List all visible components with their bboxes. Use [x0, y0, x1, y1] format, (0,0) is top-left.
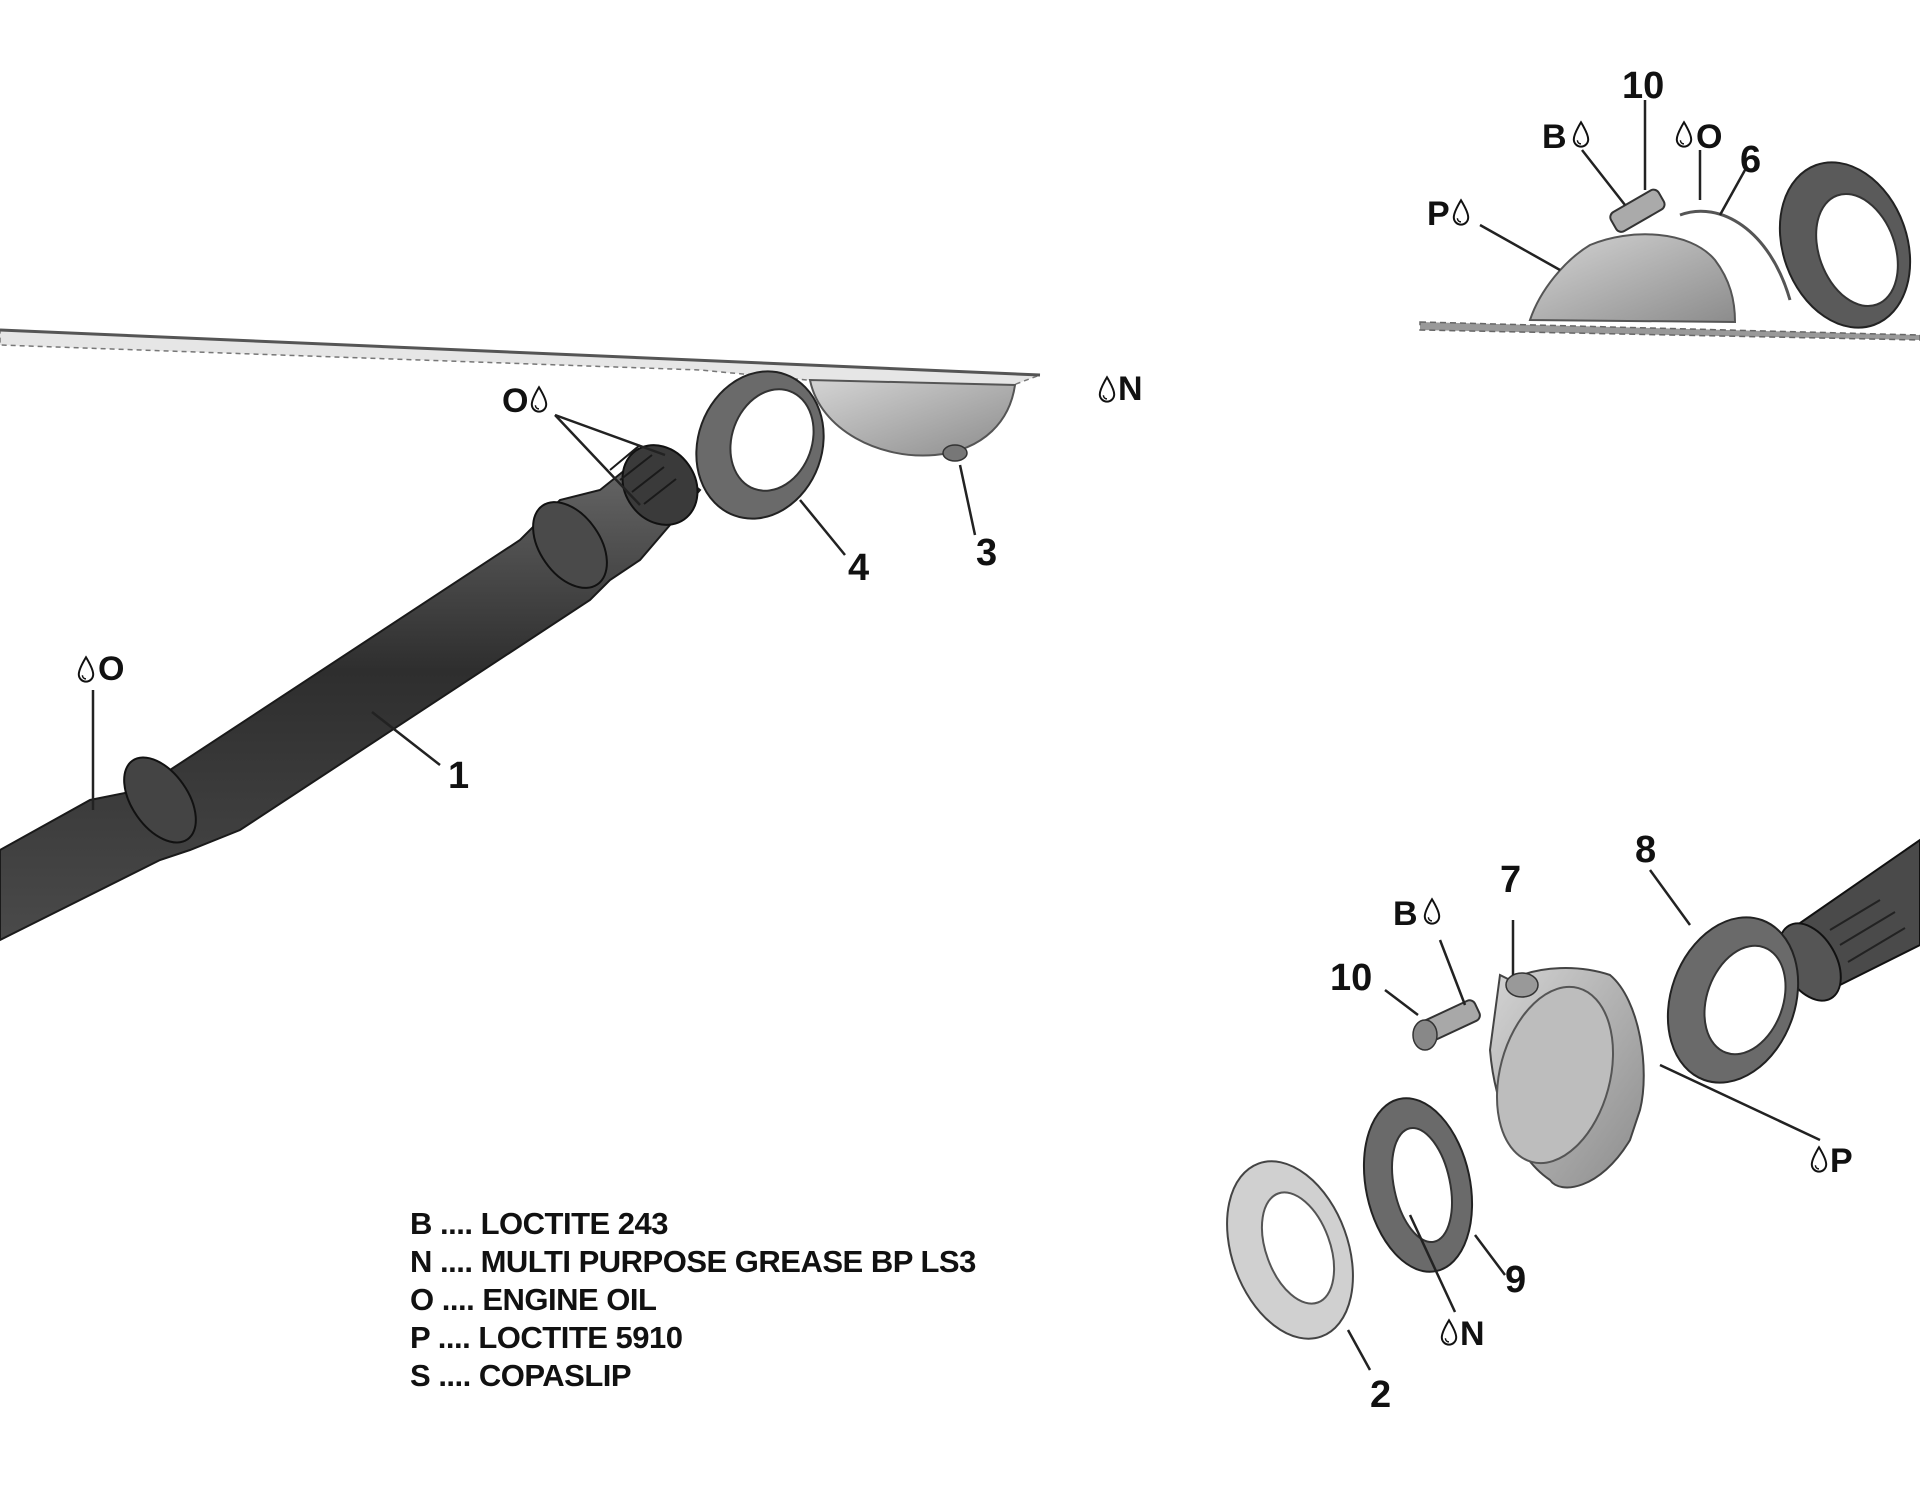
legend-separator: .... — [438, 1358, 471, 1393]
mark-o-left: O — [77, 650, 124, 688]
mark-o-right: O — [1675, 118, 1722, 156]
svg-text:P: P — [1830, 1142, 1853, 1180]
callout-10-lower: 10 — [1330, 957, 1372, 999]
svg-text:B: B — [1542, 118, 1567, 156]
legend-row-n: N .... MULTI PURPOSE GREASE BP LS3 — [410, 1243, 976, 1281]
drop-icon — [1452, 199, 1470, 226]
callout-3: 3 — [976, 532, 997, 574]
legend-separator: .... — [437, 1320, 471, 1355]
mark-n-top: N — [1098, 370, 1143, 408]
mark-p-right: P — [1810, 1142, 1853, 1180]
part-9-seal — [1362, 1097, 1474, 1273]
callout-10-upper: 10 — [1622, 65, 1664, 107]
callout-2: 2 — [1370, 1374, 1391, 1416]
svg-text:P: P — [1427, 195, 1450, 233]
callout-7: 7 — [1500, 859, 1521, 901]
drop-icon — [1810, 1146, 1828, 1173]
part-10-bolt-lower — [1412, 999, 1481, 1051]
callout-numbers: 1 2 3 4 6 7 8 9 10 10 — [448, 65, 1761, 1416]
callout-8: 8 — [1635, 829, 1656, 871]
part-4-seal — [695, 370, 825, 520]
drop-icon — [530, 386, 548, 413]
legend-separator: .... — [441, 1282, 475, 1317]
legend-description: COPASLIP — [478, 1358, 632, 1393]
legend-description: ENGINE OIL — [482, 1282, 657, 1317]
drop-icon — [1440, 1319, 1458, 1346]
part-2-washer — [1226, 1160, 1354, 1340]
callout-9: 9 — [1505, 1259, 1526, 1301]
upper-housing-fragment — [0, 328, 1041, 457]
callout-4: 4 — [848, 547, 869, 589]
drop-icon — [77, 656, 95, 683]
legend-separator: .... — [440, 1206, 473, 1241]
lower-right-shaft-end — [1778, 838, 1920, 1002]
legend-description: LOCTITE 5910 — [478, 1320, 683, 1355]
legend-code: S — [410, 1358, 431, 1393]
legend-separator: .... — [440, 1244, 473, 1279]
mark-o-top: O — [502, 382, 548, 420]
drop-icon — [1572, 121, 1590, 148]
svg-text:N: N — [1460, 1315, 1485, 1353]
upper-right-housing-fragment — [1419, 161, 1920, 341]
svg-text:O: O — [1696, 118, 1722, 156]
lubricant-marks: O O N B O P B P — [77, 118, 1853, 1353]
part-1-shaft — [0, 444, 702, 942]
legend-code: B — [410, 1206, 432, 1241]
drop-icon — [1675, 121, 1693, 148]
part-8-seal — [1666, 916, 1800, 1084]
mark-p-top: P — [1427, 195, 1470, 233]
mark-b-bottom: B — [1393, 895, 1441, 933]
mark-b-top: B — [1542, 118, 1590, 156]
legend-code: N — [410, 1244, 432, 1279]
svg-text:B: B — [1393, 895, 1418, 933]
legend-row-b: B .... LOCTITE 243 — [410, 1205, 976, 1243]
drop-icon — [1423, 898, 1441, 925]
legend-row-p: P .... LOCTITE 5910 — [410, 1319, 976, 1357]
legend-code: P — [410, 1320, 430, 1355]
legend-row-s: S .... COPASLIP — [410, 1357, 976, 1395]
part-3-boss — [942, 444, 968, 462]
lubricant-legend: B .... LOCTITE 243 N .... MULTI PURPOSE … — [410, 1205, 976, 1395]
svg-text:N: N — [1118, 370, 1143, 408]
part-7-housing — [1488, 967, 1645, 1189]
callout-1: 1 — [448, 755, 469, 797]
legend-description: MULTI PURPOSE GREASE BP LS3 — [480, 1244, 977, 1279]
legend-row-o: O .... ENGINE OIL — [410, 1281, 976, 1319]
legend-code: O — [410, 1282, 434, 1317]
drop-icon — [1098, 376, 1116, 403]
svg-text:O: O — [502, 382, 528, 420]
leader-lines — [91, 100, 1821, 1371]
svg-text:O: O — [98, 650, 124, 688]
legend-description: LOCTITE 243 — [480, 1206, 669, 1241]
callout-6: 6 — [1740, 139, 1761, 181]
mark-n-bottom: N — [1440, 1315, 1485, 1353]
